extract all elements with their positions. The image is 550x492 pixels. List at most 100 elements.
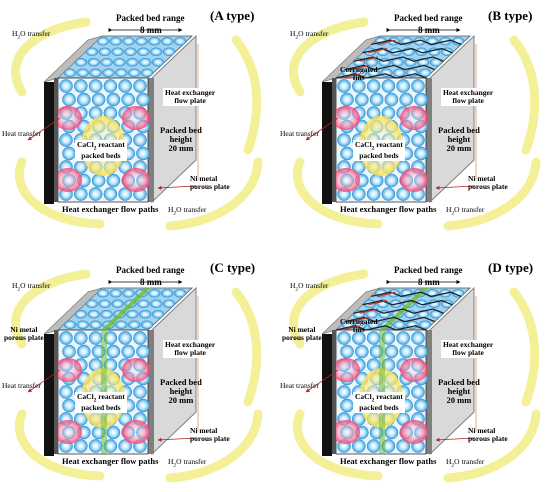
reactant-bead [173, 37, 187, 46]
reactant-bead [77, 92, 91, 107]
heat-zone [54, 358, 82, 382]
reactant-bead [173, 289, 187, 298]
reactant-bead [414, 344, 428, 359]
heat-zone [54, 106, 82, 130]
reactant-bead [404, 310, 417, 319]
reactant-bead [150, 299, 163, 308]
h2o-transfer-top-label: H2O transfer [290, 281, 329, 293]
heat-zone [54, 168, 82, 192]
h2o-transfer-bottom-label: H2O transfer [168, 205, 207, 217]
reactant-bead [122, 37, 135, 46]
reactant-bead [111, 299, 124, 308]
heat-transfer-label: Heat transfer [280, 381, 319, 390]
h2o-transfer-arc [443, 409, 541, 483]
reactant-bead [337, 385, 351, 399]
h2o-transfer-top-label: H2O transfer [290, 29, 329, 41]
panel-title: (A type) [210, 8, 255, 23]
reactant-bead [59, 133, 73, 147]
reactant-bead [109, 289, 122, 298]
reactant-bead [384, 92, 399, 107]
reactant-bead [98, 47, 111, 56]
heat-zone [122, 106, 150, 130]
reactant-bead [140, 68, 154, 77]
panel-c-diagram [11, 269, 263, 483]
reactant-bead [399, 92, 413, 107]
heat-transfer-arrow [27, 369, 61, 393]
packed-bed-range-value: 8 mm [418, 277, 440, 287]
reactant-bead [59, 331, 73, 345]
reactant-bead [136, 398, 150, 413]
h2o-transfer-arc [231, 35, 262, 155]
corrugated-fin-edge [359, 308, 379, 314]
reactant-bead [136, 92, 150, 107]
panel-title: (C type) [210, 260, 256, 275]
corrugated-fin-edge [341, 73, 361, 79]
heat-zone [332, 168, 360, 192]
heat-zone [122, 420, 150, 444]
reactant-bead [150, 47, 163, 56]
reactant-bead [62, 92, 76, 107]
h2o-transfer-arc [11, 17, 91, 97]
corrugated-fin-edge [350, 316, 370, 323]
h2o-transfer-arc [289, 17, 369, 97]
reactant-bead [100, 310, 113, 319]
h2o-transfer-arc [443, 157, 541, 231]
reactant-bead [88, 331, 103, 345]
left-plate-top [43, 35, 103, 83]
heat-transfer-arrow [305, 369, 339, 393]
reactant-bead [98, 299, 111, 308]
reactant-bead [399, 344, 413, 359]
packed-bed-range-label: Packed bed range [116, 13, 185, 23]
reactant-bead [414, 92, 428, 107]
flow-paths-label: Heat exchanger flow paths [340, 204, 437, 214]
heat-zone [400, 168, 428, 192]
packed-bed-range-value: 8 mm [140, 25, 162, 35]
ni-plate-pointer [435, 185, 475, 190]
h2o-transfer-bottom-label: H2O transfer [446, 457, 485, 469]
reactant-bead [96, 37, 110, 46]
black-flow-plate [322, 82, 332, 204]
reactant-bead [59, 385, 73, 399]
h2o-transfer-arc [292, 409, 383, 481]
reactant-bead [148, 37, 161, 46]
h2o-transfer-bottom-label: H2O transfer [446, 205, 485, 217]
reactant-bead [88, 439, 103, 453]
reactant-bead [352, 187, 366, 201]
reactant-bead [121, 92, 135, 107]
reactant-bead [352, 439, 366, 453]
heat-zone [400, 420, 428, 444]
reactant-bead [140, 320, 154, 329]
reactant-bead [74, 439, 88, 453]
h2o-transfer-arc [509, 35, 540, 155]
reactant-bead [128, 320, 141, 329]
reactant-bead [162, 299, 176, 308]
reactant-bead [76, 68, 89, 77]
heat-zone [332, 106, 360, 130]
reactant-bead [100, 58, 113, 67]
reactant-bead [118, 331, 132, 345]
reactant-bead [340, 92, 354, 107]
reactant-bead [396, 79, 410, 93]
reactant-bead [411, 331, 425, 345]
panel-title: (B type) [488, 8, 533, 23]
reactant-bead [355, 92, 369, 107]
reactant-bead [74, 187, 88, 201]
corrugated-fin-edge [350, 64, 370, 71]
reactant-bead [126, 310, 139, 319]
reactant-bead [74, 310, 88, 319]
reactant-bead [106, 92, 121, 107]
heat-zone [122, 358, 150, 382]
reactant-bead [102, 68, 115, 77]
reactant-bead [384, 344, 399, 359]
reactant-bead [139, 58, 152, 67]
corrugated-fin-edge [359, 56, 379, 62]
packed-bed-range-label: Packed bed range [394, 265, 463, 275]
reactant-bead [133, 133, 147, 147]
reactant-bead [62, 146, 76, 161]
